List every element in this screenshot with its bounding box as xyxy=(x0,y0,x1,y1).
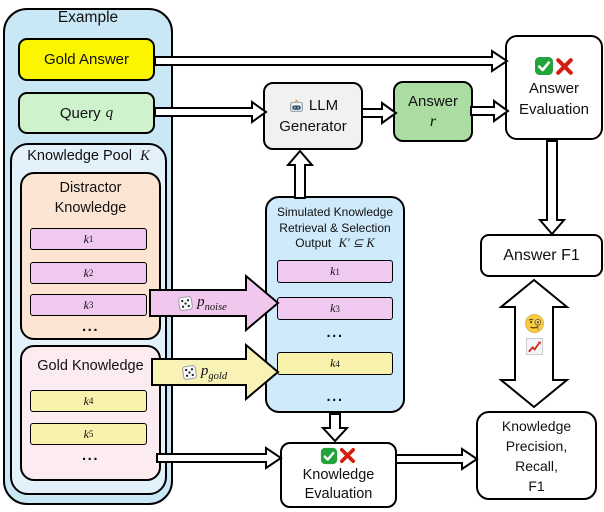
knowledge-metrics-line2: Precision, xyxy=(505,437,568,454)
gold-knowledge-title: Gold Knowledge xyxy=(37,358,144,374)
arrow-llm-generator-to-answer xyxy=(361,101,398,125)
selected-k4-subscript: 4 xyxy=(335,358,340,369)
selected-ellipsis-2: ... xyxy=(326,388,344,405)
noise-prob-subscript: noise xyxy=(204,302,227,313)
k5-subscript: 5 xyxy=(88,429,94,439)
k1-label: k xyxy=(83,231,89,246)
arrow-answer-to-answer-evaluation xyxy=(470,99,510,123)
knowledge-evaluation-label-line2: Evaluation xyxy=(304,486,373,502)
k1-subscript: 1 xyxy=(88,234,94,244)
robot-icon xyxy=(289,99,303,112)
arrow-simulated-to-knowledge-evaluation xyxy=(320,413,350,443)
cross-icon xyxy=(555,57,573,75)
simulated-title-line1: Simulated Knowledge xyxy=(276,205,394,219)
k4-subscript: 4 xyxy=(88,396,94,406)
dice-icon xyxy=(178,295,194,311)
llm-generator-label-line2: Generator xyxy=(279,118,347,135)
k3-subscript: 3 xyxy=(88,300,94,310)
cross-icon xyxy=(339,447,356,464)
check-icon xyxy=(320,447,338,464)
gold-ellipsis: ... xyxy=(81,447,99,464)
query-variable: q xyxy=(105,104,114,121)
knowledge-metrics-line1: Knowledge xyxy=(501,417,572,434)
query-box: Query q xyxy=(18,92,155,134)
noise-prob-base: p xyxy=(197,294,205,310)
distractor-knowledge-title: Distractor Knowledge xyxy=(54,180,127,216)
gold-answer-box: Gold Answer xyxy=(18,38,155,81)
answer-evaluation-box: Answer Evaluation xyxy=(505,35,603,140)
answer-evaluation-label-line2: Evaluation xyxy=(518,100,590,118)
check-icon xyxy=(534,57,553,75)
answer-evaluation-label-line1: Answer xyxy=(528,79,580,97)
selected-k4-label: k xyxy=(330,356,336,370)
correlation-icons xyxy=(523,313,546,356)
k4-label: k xyxy=(83,393,89,408)
knowledge-pool-title-variable: K xyxy=(140,148,150,164)
answer-variable: r xyxy=(429,112,437,130)
monocle-face-icon xyxy=(525,314,544,333)
query-label: Query xyxy=(59,104,101,122)
knowledge-metrics-box: Knowledge Precision, Recall, F1 xyxy=(476,411,597,500)
arrow-knowledge-evaluation-to-metrics xyxy=(395,447,479,471)
simulated-output-formula: K′ ⊆ K xyxy=(338,236,375,250)
gold-answer-label: Gold Answer xyxy=(43,51,130,68)
k2-label: k xyxy=(83,265,89,280)
arrow-answer-evaluation-to-answer-f1 xyxy=(537,140,567,236)
simulated-title-line3: Output K′ ⊆ K xyxy=(265,236,405,252)
selected-k1-subscript: 1 xyxy=(335,266,340,277)
answer-f1-label: Answer F1 xyxy=(503,246,580,264)
knowledge-metrics-line3: Recall, xyxy=(515,457,558,474)
selected-k1-label: k xyxy=(330,264,336,278)
gold-prob-subscript: gold xyxy=(208,371,228,382)
llm-generator-box: LLM Generator xyxy=(263,82,363,150)
llm-generator-label-line1: LLM xyxy=(308,97,339,114)
arrow-gold-answer-to-answer-evaluation xyxy=(154,49,509,73)
gold-knowledge-box xyxy=(20,345,161,481)
simulated-title-line2: Retrieval & Selection xyxy=(279,220,391,235)
k3-label: k xyxy=(83,297,89,312)
dice-icon xyxy=(182,364,197,380)
gold-probability-label: pgold xyxy=(160,361,248,383)
selected-k3-subscript: 3 xyxy=(335,303,340,314)
selected-k3-label: k xyxy=(330,301,336,315)
knowledge-metrics-line4: F1 xyxy=(528,477,545,494)
distractor-ellipsis: ... xyxy=(81,318,99,335)
k5-label: k xyxy=(83,426,89,441)
knowledge-evaluation-label-line1: Knowledge xyxy=(302,467,375,483)
example-title: Example xyxy=(57,9,119,26)
k2-subscript: 2 xyxy=(88,268,94,278)
answer-label: Answer xyxy=(407,92,459,110)
gold-prob-base: p xyxy=(200,363,209,379)
simulated-output-label: Output xyxy=(295,236,332,250)
arrow-gold-knowledge-to-knowledge-evaluation xyxy=(156,446,283,470)
answer-f1-box: Answer F1 xyxy=(480,234,603,277)
knowledge-evaluation-box: Knowledge Evaluation xyxy=(280,442,397,508)
selected-ellipsis-1: ... xyxy=(326,324,344,341)
answer-box: Answer r xyxy=(393,81,473,142)
knowledge-pool-title-label: Knowledge Pool xyxy=(27,148,133,164)
simulated-retrieval-title: Simulated Knowledge Retrieval & Selectio… xyxy=(265,205,405,252)
chart-increasing-icon xyxy=(525,337,544,356)
arrow-simulated-to-llm-generator xyxy=(285,149,315,199)
noise-probability-label: pnoise xyxy=(158,292,246,314)
knowledge-pool-title: Knowledge Pool K xyxy=(10,148,167,165)
